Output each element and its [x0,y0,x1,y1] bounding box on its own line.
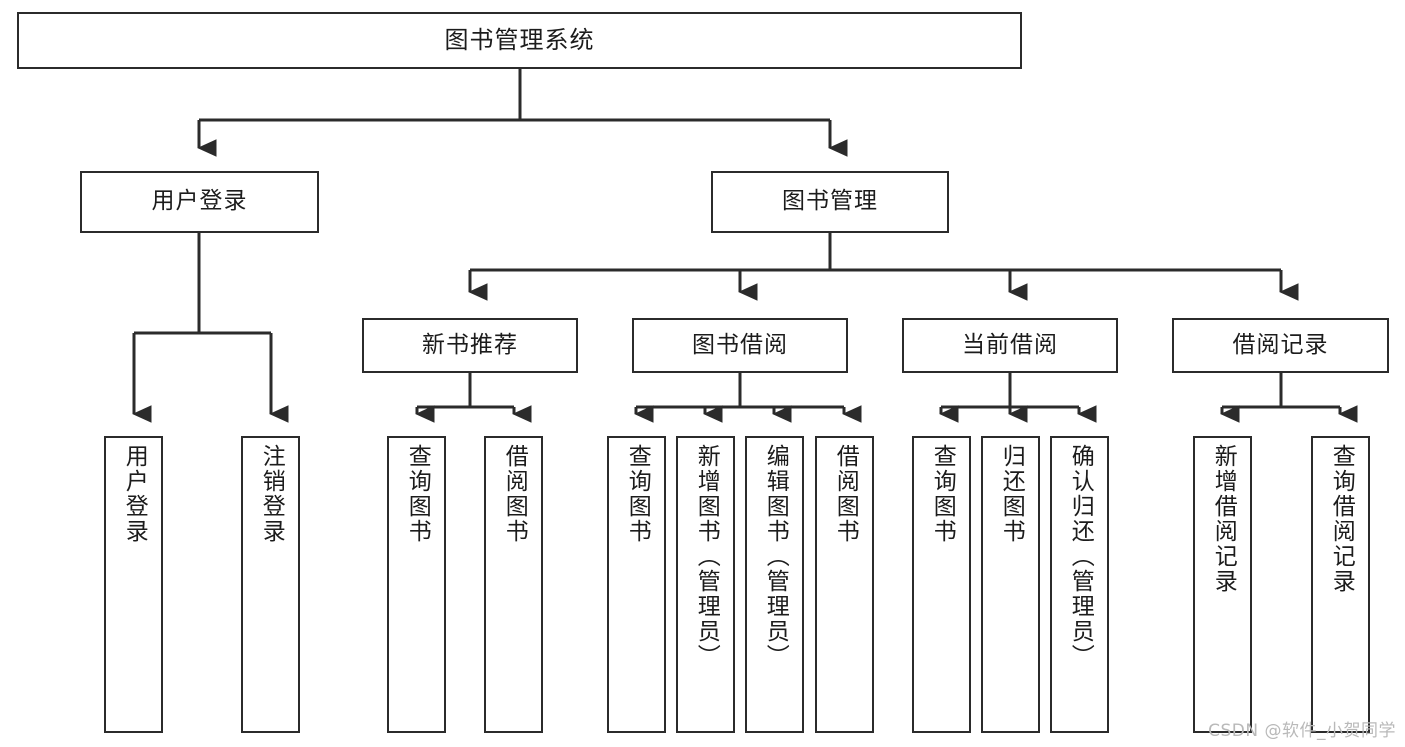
node-leaf-borrow-borrow-book[interactable]: 借阅图书 [815,436,874,733]
node-user-login[interactable]: 用户登录 [80,171,319,233]
node-label: 用户登录 [121,444,148,544]
node-book-management[interactable]: 图书管理 [711,171,949,233]
node-current-borrow[interactable]: 当前借阅 [902,318,1118,373]
node-label: 编辑图书（管理员） [762,444,789,669]
node-label: 借阅图书 [832,444,859,544]
node-leaf-record-query[interactable]: 查询借阅记录 [1311,436,1370,733]
node-label: 借阅记录 [1232,331,1329,358]
node-label: 注销登录 [258,444,285,544]
node-leaf-new-book-borrow[interactable]: 借阅图书 [484,436,543,733]
node-leaf-user-login-signin[interactable]: 用户登录 [104,436,163,733]
node-label: 新增图书（管理员） [693,444,720,669]
node-root-book-management-system[interactable]: 图书管理系统 [17,12,1022,69]
node-label: 借阅图书 [501,444,528,544]
node-label: 查询图书 [404,444,431,544]
node-leaf-borrow-edit-book-admin[interactable]: 编辑图书（管理员） [745,436,804,733]
node-leaf-user-login-signout[interactable]: 注销登录 [241,436,300,733]
node-leaf-current-confirm-return-admin[interactable]: 确认归还（管理员） [1050,436,1109,733]
node-leaf-borrow-query-book[interactable]: 查询图书 [607,436,666,733]
node-leaf-borrow-add-book-admin[interactable]: 新增图书（管理员） [676,436,735,733]
node-label: 图书管理系统 [444,26,595,55]
csdn-watermark: CSDN @软件_小贺同学 [1208,721,1396,741]
node-leaf-current-query-book[interactable]: 查询图书 [912,436,971,733]
node-label: 归还图书 [998,444,1025,544]
node-label: 图书管理 [782,188,878,215]
node-leaf-new-book-query[interactable]: 查询图书 [387,436,446,733]
node-label: 确认归还（管理员） [1067,444,1094,669]
node-leaf-record-add[interactable]: 新增借阅记录 [1193,436,1252,733]
node-leaf-current-return-book[interactable]: 归还图书 [981,436,1040,733]
node-borrow-record[interactable]: 借阅记录 [1172,318,1389,373]
node-label: 图书借阅 [692,331,788,358]
node-label: 用户登录 [151,188,248,215]
node-label: 当前借阅 [962,331,1058,358]
node-new-book-recommendation[interactable]: 新书推荐 [362,318,578,373]
node-label: 查询图书 [624,444,651,544]
node-label: 新增借阅记录 [1210,444,1237,594]
node-label: 查询借阅记录 [1328,444,1355,594]
node-label: 新书推荐 [422,331,518,358]
node-label: 查询图书 [929,444,956,544]
node-book-borrow[interactable]: 图书借阅 [632,318,848,373]
